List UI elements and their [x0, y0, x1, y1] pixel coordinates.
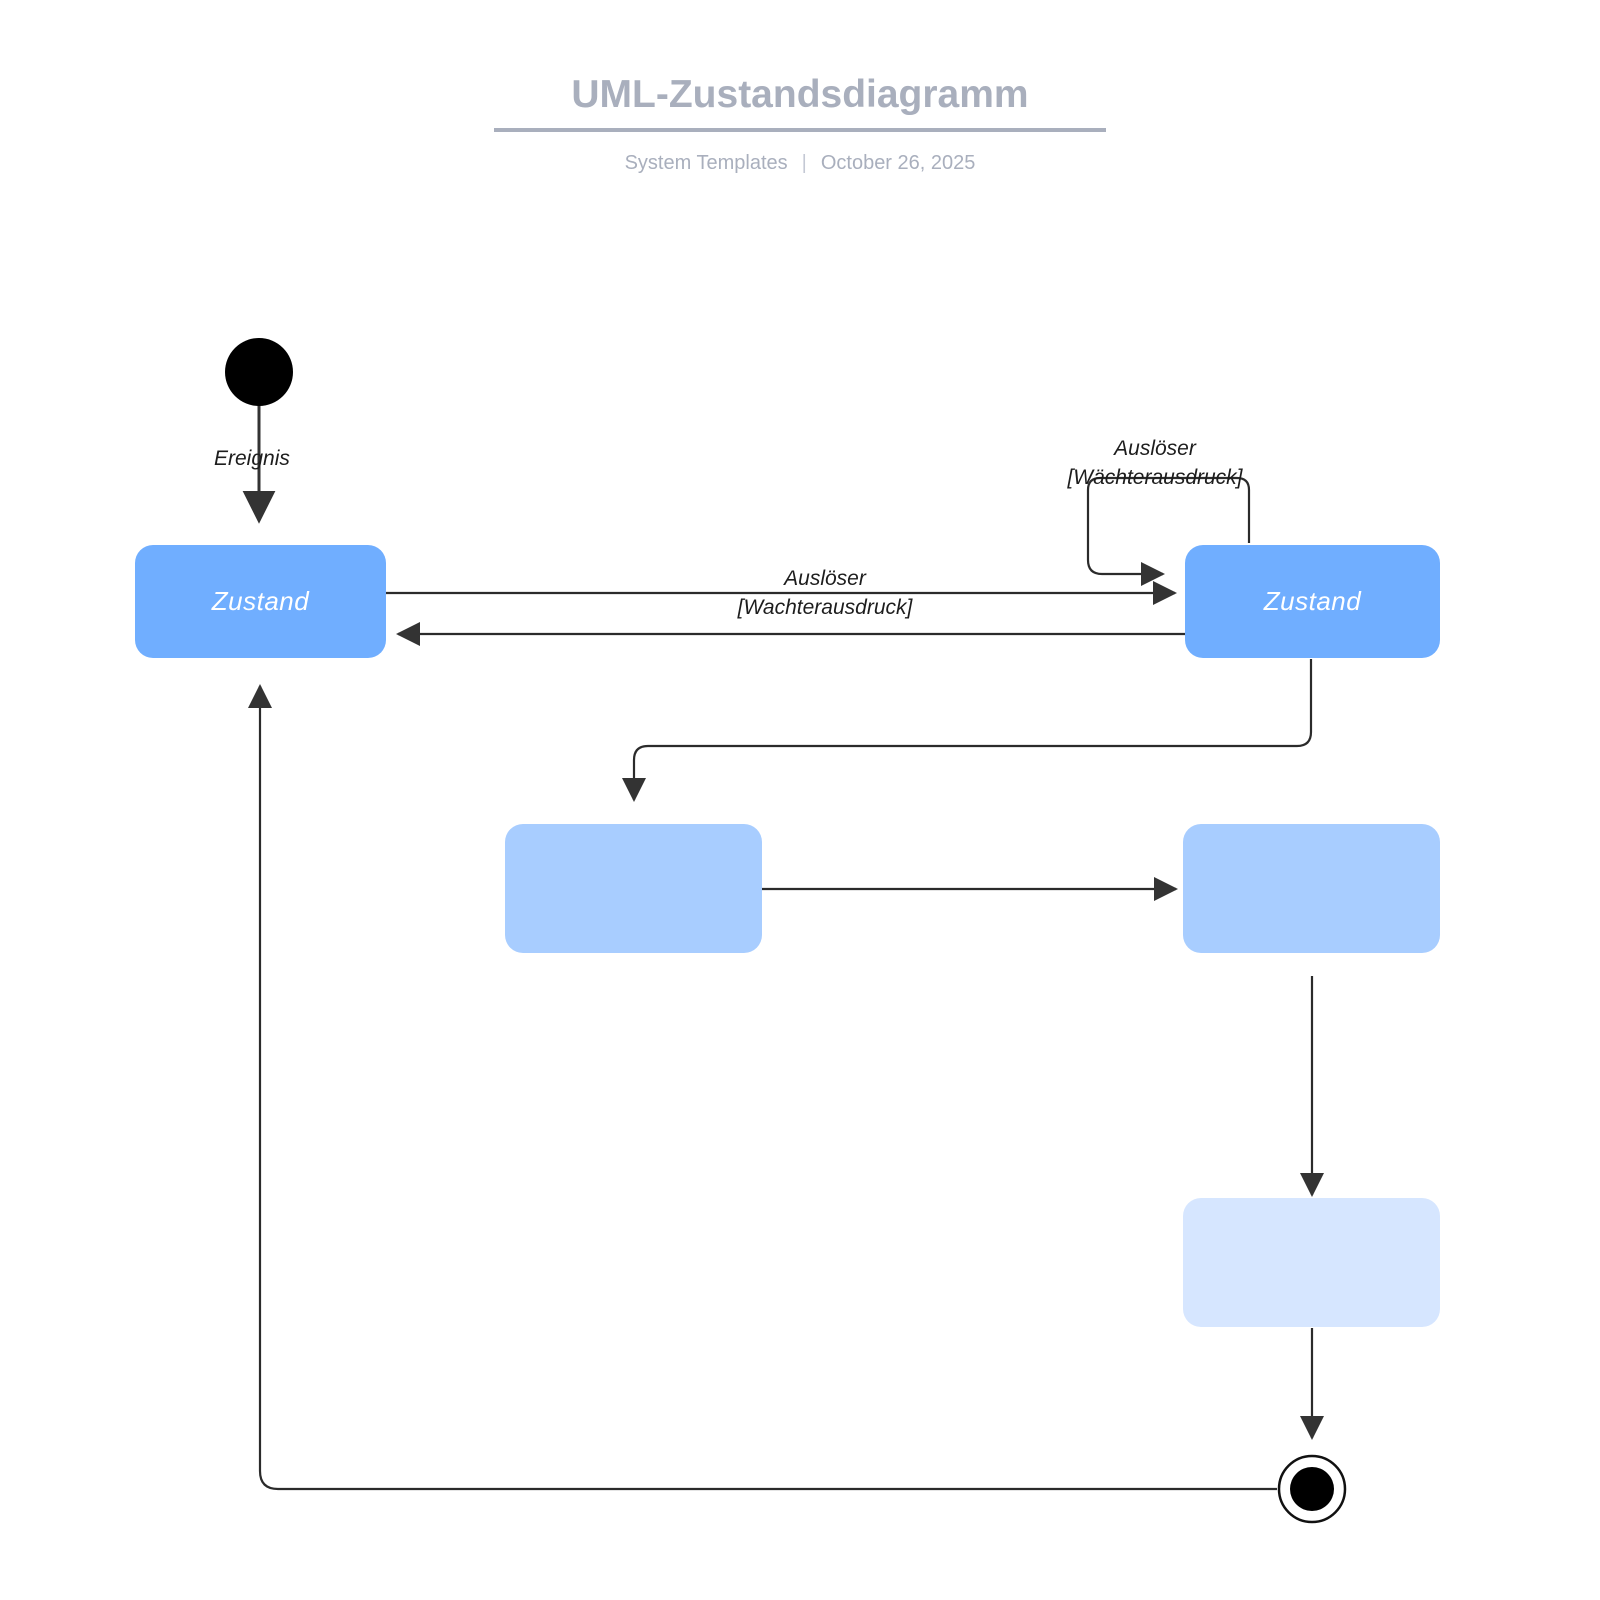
state-node-zustand-1[interactable]: Zustand — [135, 545, 386, 658]
state-node-4[interactable] — [1183, 824, 1440, 953]
document-header: UML-Zustandsdiagramm System Templates | … — [0, 70, 1600, 176]
subtitle-date: October 26, 2025 — [820, 152, 976, 174]
title-underline — [494, 128, 1106, 132]
state-node-3[interactable] — [505, 824, 762, 953]
edge-label-line-1: Auslöser — [784, 567, 866, 590]
edge-final-to-state1 — [247, 683, 1277, 1491]
edge-label-ereignis: Ereignis — [214, 446, 290, 472]
state-label: Zustand — [1263, 586, 1362, 616]
final-state-node[interactable] — [1277, 1454, 1347, 1524]
edge-label-line-1: Auslöser — [1114, 437, 1196, 460]
edge-label-state2-self-loop: Auslöser [Wächterausdruck] — [1030, 434, 1280, 492]
page-title: UML-Zustandsdiagramm — [571, 73, 1029, 116]
state-node-5[interactable] — [1183, 1198, 1440, 1327]
state-label: Zustand — [211, 586, 310, 616]
edge-label-line-2: [Wachterausdruck] — [737, 596, 913, 619]
edge-state2-self-loop — [1086, 476, 1251, 587]
subtitle-separator: | — [801, 152, 807, 174]
edge-label-line-1: Ereignis — [214, 447, 290, 470]
initial-state-node[interactable] — [225, 338, 293, 406]
edge-state2-to-state3 — [621, 659, 1313, 803]
subtitle-source: System Templates — [624, 152, 788, 174]
document-subtitle: System Templates | October 26, 2025 — [0, 150, 1600, 176]
state-node-zustand-2[interactable]: Zustand — [1185, 545, 1440, 658]
edge-label-state1-to-state2: Auslöser [Wachterausdruck] — [700, 564, 950, 622]
edge-label-line-2: [Wächterausdruck] — [1067, 466, 1243, 489]
